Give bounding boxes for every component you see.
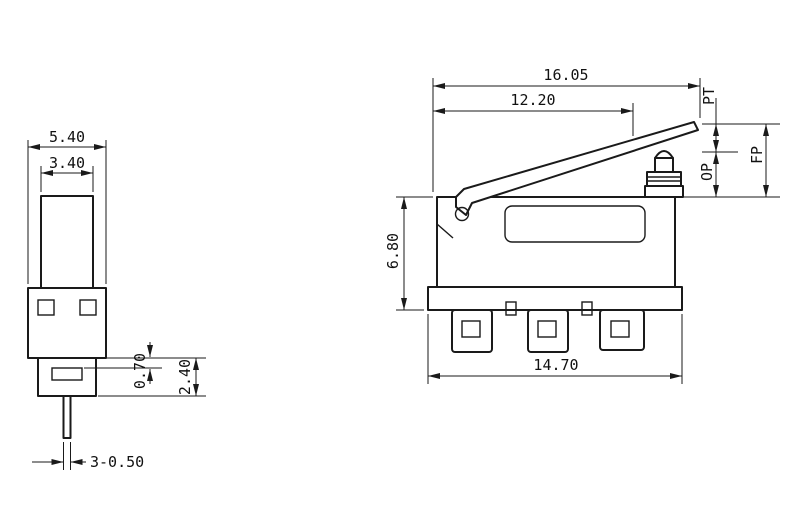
dim-lever-length: 12.20 xyxy=(433,91,634,136)
dim-label-free-position: FP xyxy=(748,146,766,164)
switch-base-outline xyxy=(37,357,97,397)
terminal-2 xyxy=(527,309,569,353)
plunger-button-outline xyxy=(40,195,94,289)
hinge-pin xyxy=(454,206,470,222)
terminal-pin xyxy=(62,395,72,439)
terminal-3 xyxy=(599,309,645,351)
terminal-1-hole xyxy=(461,320,481,338)
dim-base-length: 14.70 xyxy=(427,314,683,384)
dim-label-overall-width: 5.40 xyxy=(49,128,85,146)
terminals xyxy=(451,309,645,353)
housing-chamfer-line xyxy=(436,223,454,239)
flange-notch-left xyxy=(505,301,517,316)
side-view: 16.05 12.20 6.80 14.70 xyxy=(384,66,780,384)
plunger-collar xyxy=(646,171,682,187)
switch-body-outline xyxy=(27,287,107,359)
lever-arm xyxy=(455,121,699,216)
front-view: 5.40 3.40 0.70 2.40 3 xyxy=(27,128,206,471)
dim-label-base-height: 2.40 xyxy=(176,359,194,395)
dim-label-body-height: 6.80 xyxy=(384,233,402,269)
dim-terminal-pin: 3-0.50 xyxy=(32,442,144,471)
plunger-base xyxy=(644,185,684,198)
plunger xyxy=(644,150,684,198)
dim-label-lever-length: 12.20 xyxy=(510,91,555,109)
plunger-stem xyxy=(654,157,674,173)
dim-label-base-length: 14.70 xyxy=(533,356,578,374)
terminal-1 xyxy=(451,309,493,353)
dim-overall-length: 16.05 xyxy=(432,66,701,192)
plunger-dome xyxy=(654,150,674,159)
dim-base-height: 2.40 xyxy=(98,358,206,397)
dim-travel-positions: PT OP FP xyxy=(679,87,780,198)
body-flange xyxy=(427,286,683,311)
dim-label-operating-position: OP xyxy=(698,163,716,181)
dim-step-height: 0.70 xyxy=(84,342,206,389)
dim-label-overall-length: 16.05 xyxy=(543,66,588,84)
terminal-2-hole xyxy=(537,320,557,338)
dim-label-step-height: 0.70 xyxy=(131,353,149,389)
terminal-3-hole xyxy=(610,320,630,338)
dim-overall-width: 5.40 xyxy=(27,128,107,284)
dim-label-pretravel: PT xyxy=(700,87,718,105)
flange-notch-right xyxy=(581,301,593,316)
mounting-hole-right xyxy=(79,299,97,316)
base-slot xyxy=(51,367,83,381)
mounting-hole-left xyxy=(37,299,55,316)
dim-body-height: 6.80 xyxy=(384,196,433,311)
housing-recess xyxy=(504,205,646,243)
dim-label-button-width: 3.40 xyxy=(49,154,85,172)
dim-label-terminal-note: 3-0.50 xyxy=(90,453,144,471)
dim-button-width: 3.40 xyxy=(40,154,94,192)
